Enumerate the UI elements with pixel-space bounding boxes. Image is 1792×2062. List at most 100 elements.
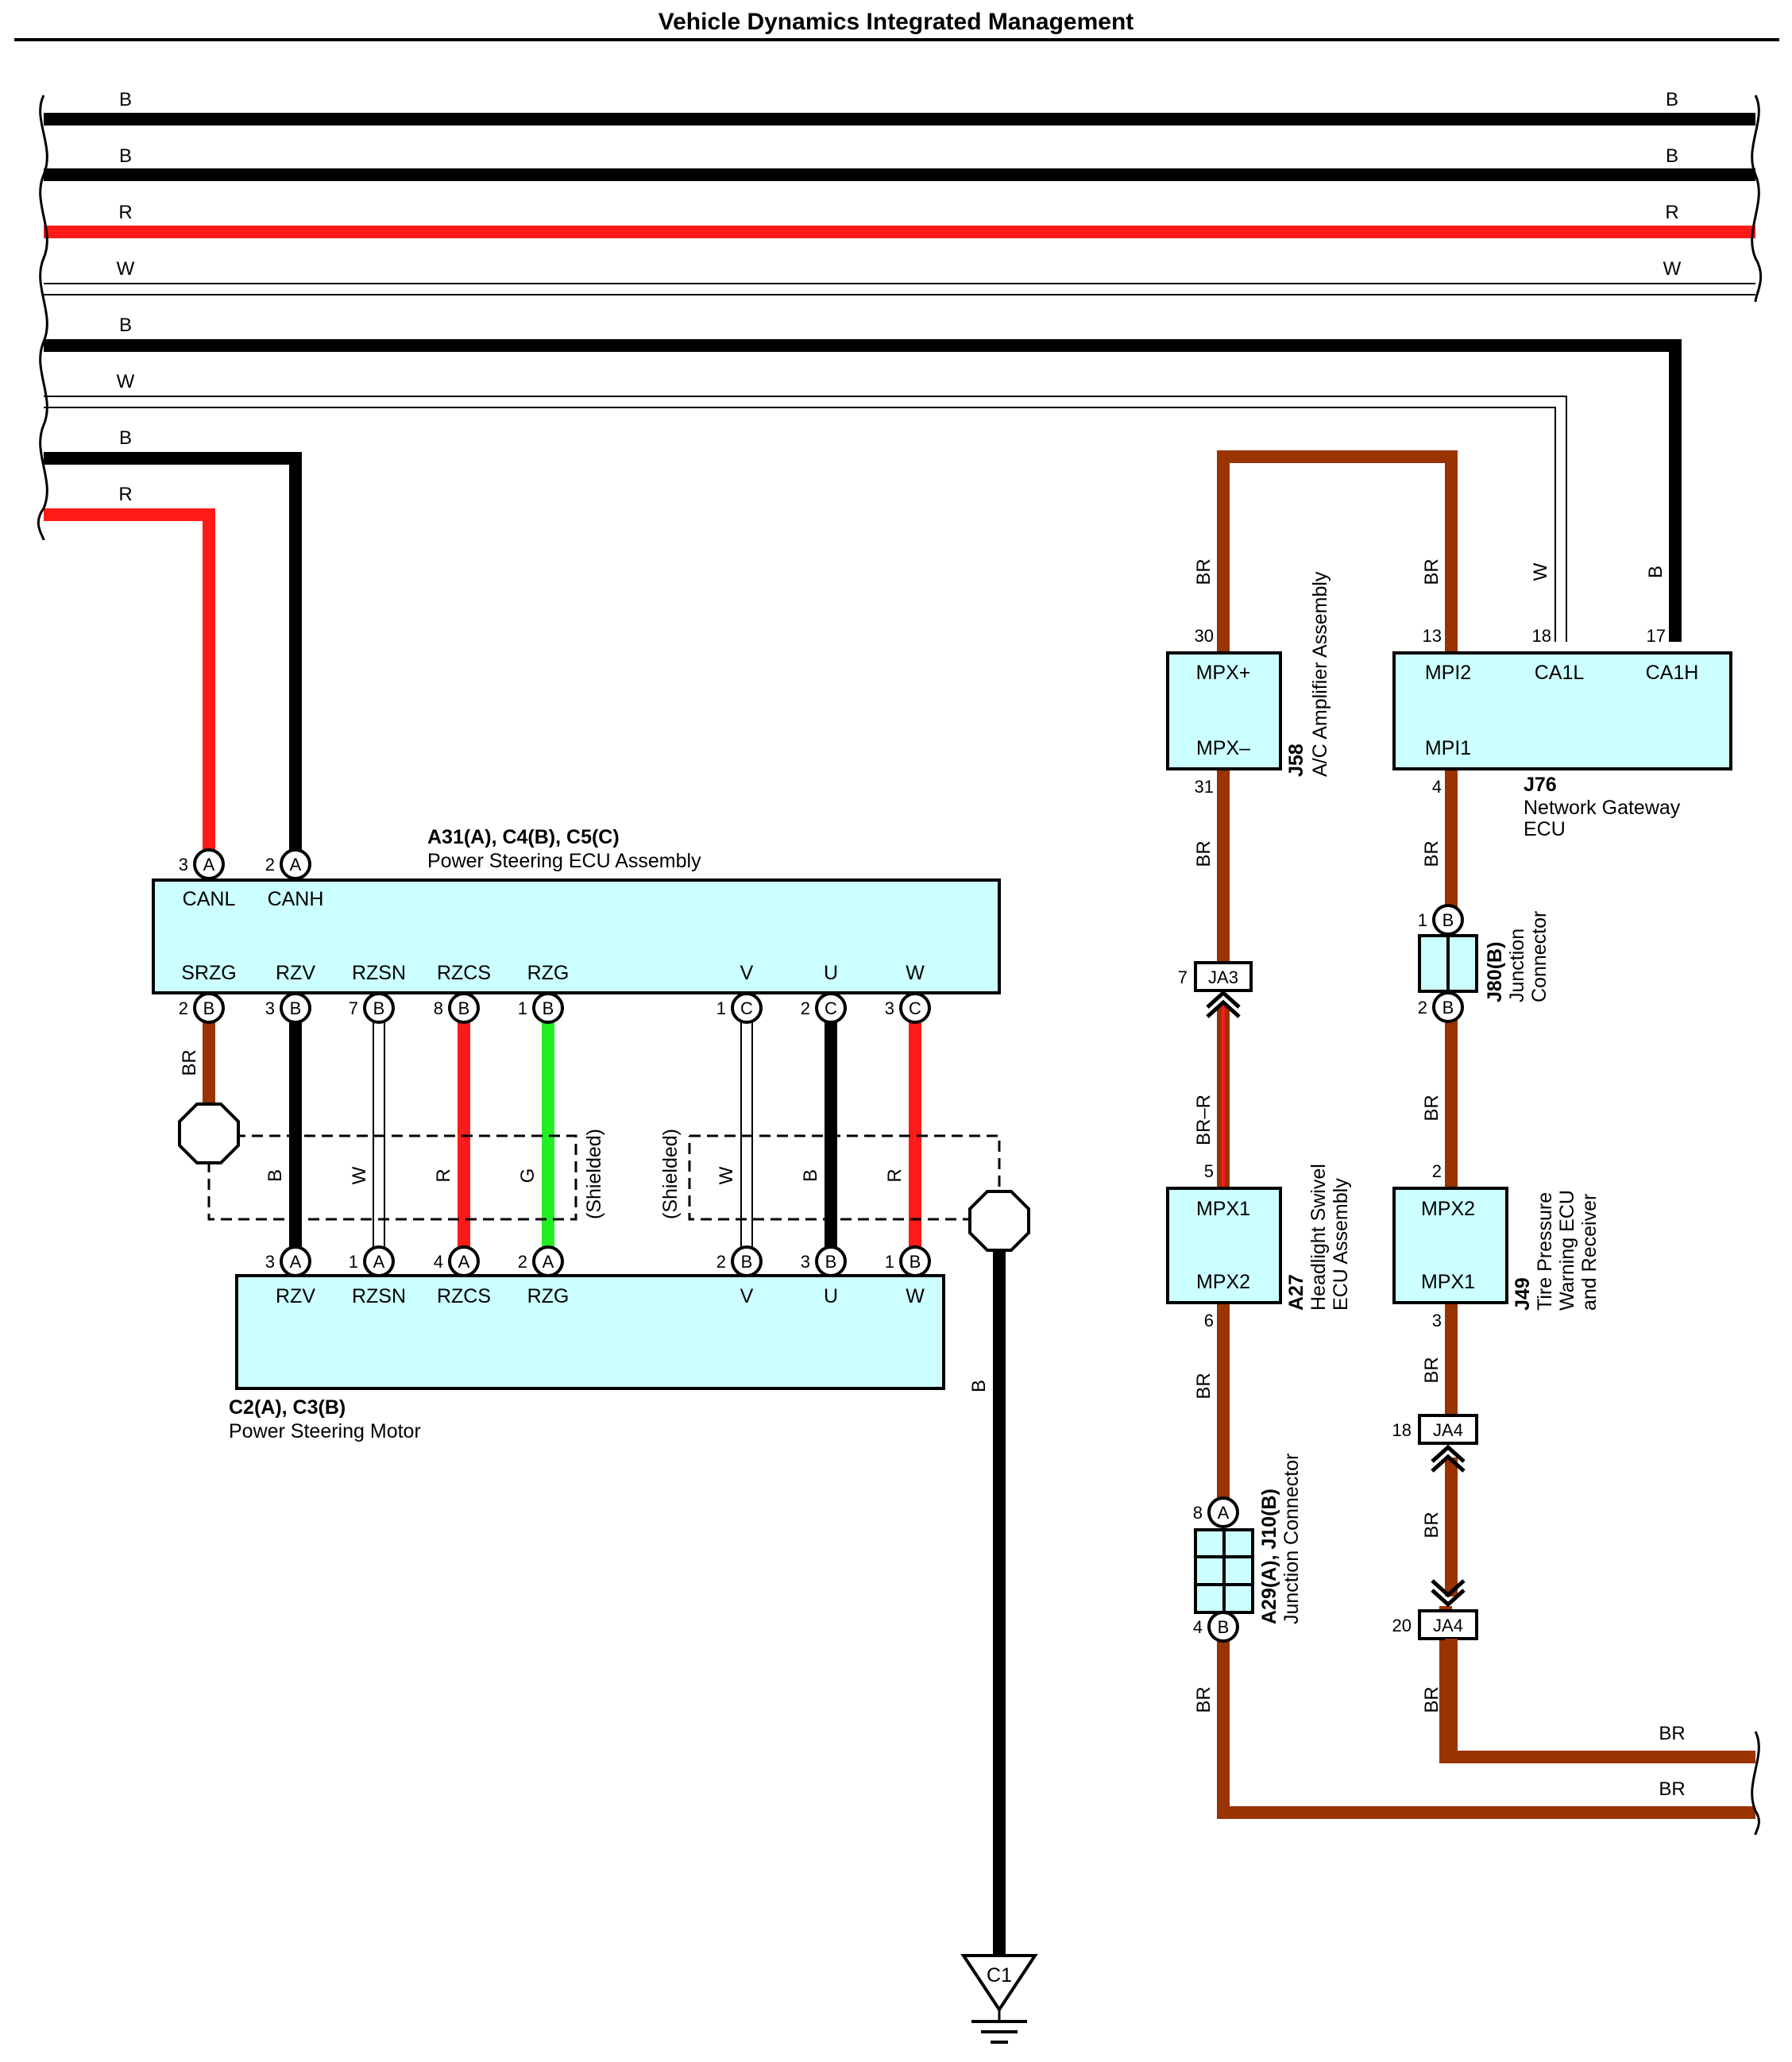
ground-wire-label: B	[968, 1380, 990, 1392]
j80-name-line1: Junction	[1506, 929, 1528, 1002]
gateway-num-ca1h: 17	[1647, 626, 1666, 646]
pin-number: 7	[349, 998, 358, 1018]
bus-label-8: R	[118, 484, 132, 505]
pin-connector-circle	[731, 1245, 763, 1277]
tpms-pin-mpx1: MPX1	[1421, 1271, 1475, 1293]
pin-label: RZV	[276, 1285, 315, 1307]
tpms-name-line1: Tire Pressure	[1534, 1192, 1556, 1311]
pin-connector-circle	[731, 992, 763, 1024]
ps-ecu-pin-canl: 3 A CANL	[179, 848, 236, 910]
motor-pin-rzv: 3 A RZV	[265, 1245, 315, 1307]
pin-label: RZG	[527, 962, 570, 984]
pin-number: 3	[801, 1252, 810, 1272]
gateway-pin-ca1h: CA1H	[1646, 662, 1699, 684]
pin-connector-letter: B	[543, 998, 554, 1018]
headlight-swivel-ecu: MPX1 MPX2 5 6 A27 Headlight Swivel ECU A…	[1166, 1161, 1352, 1400]
ps-ecu-pin-rzv: RZV 3 B	[265, 962, 315, 1024]
bus-wire-6	[44, 396, 1567, 642]
pin-label: RZG	[527, 1285, 570, 1307]
headlight-code: A27	[1285, 1274, 1307, 1311]
j80-num-bottom: 2	[1418, 998, 1427, 1017]
pin-number: 3	[885, 998, 894, 1018]
pin-connector-letter: A	[203, 855, 215, 875]
gateway-num-ca1l: 18	[1532, 626, 1551, 646]
pin-connector-circle	[815, 992, 847, 1024]
pin-label: V	[740, 962, 754, 984]
bus-label-6: W	[117, 371, 135, 392]
a29-code: A29(A), J10(B)	[1258, 1489, 1280, 1624]
ps-ecu-body	[152, 878, 1001, 994]
gateway-top-wire-label-br: BR	[1421, 558, 1442, 585]
motor-pin-rzg: 2 A RZG	[518, 1245, 570, 1307]
page-title: Vehicle Dynamics Integrated Management	[658, 9, 1134, 35]
right-side-wires	[1217, 450, 1458, 1597]
headlight-pin-mpx2: MPX2	[1196, 1271, 1250, 1293]
shield-right-label-1: W	[716, 1166, 737, 1184]
tire-pressure-ecu: MPX2 MPX1 2 3 J49 Tire Pressure Warning …	[1392, 1161, 1601, 1384]
ac-amp-code: J58	[1285, 743, 1307, 777]
ac-amplifier: MPX+ MPX– 30 31 J58 A/C Amplifier Assemb…	[1166, 558, 1331, 867]
headlight-num-top: 5	[1204, 1161, 1214, 1181]
tpms-pin-mpx2: MPX2	[1421, 1198, 1475, 1220]
tpms-name-line3: and Receiver	[1578, 1194, 1601, 1311]
wire-ac-gateway-loop	[1217, 450, 1458, 653]
pin-connector-letter: C	[825, 998, 837, 1018]
j80-bottom-connector-letter: B	[1442, 998, 1454, 1017]
pin-connector-letter: A	[373, 1252, 385, 1272]
shielded-label-left: (Shielded)	[583, 1129, 605, 1219]
bus-label-1: B	[119, 89, 132, 110]
pin-connector-letter: A	[458, 1252, 470, 1272]
pin-connector-letter: A	[290, 855, 302, 875]
shield-right-label-3: R	[884, 1168, 906, 1182]
ground-c1: C1	[960, 1954, 1038, 2044]
headlight-num-bottom: 6	[1204, 1311, 1214, 1330]
tpms-name-line2: Warning ECU	[1556, 1190, 1578, 1311]
shield-box-left	[207, 1134, 577, 1221]
ps-motor-code: C2(A), C3(B)	[229, 1396, 346, 1419]
ps-ecu-pin-canh: 2 A CANH	[265, 848, 323, 910]
bus-wire-5	[44, 339, 1682, 642]
ja4-top-body	[1418, 1414, 1478, 1445]
j80-top-connector-circle	[1432, 904, 1464, 936]
ac-bottom-wire-label: BR	[1193, 840, 1215, 867]
ground-triangle	[960, 1954, 1038, 2013]
j80-bottom-connector-circle	[1432, 991, 1464, 1023]
bus-end-label-4: W	[1663, 258, 1682, 280]
br-bus-label-2: BR	[1659, 1778, 1685, 1800]
bus-break-marks	[37, 95, 1763, 1836]
pin-number: 1	[716, 998, 726, 1018]
gateway-num-mpi2: 13	[1423, 626, 1442, 646]
pin-connector-letter: B	[373, 998, 385, 1018]
ja4-top-label: JA4	[1433, 1420, 1463, 1440]
br-bus-upper	[1439, 1606, 1755, 1763]
gateway-bottom-wire-label: BR	[1421, 840, 1442, 867]
tpms-code: J49	[1512, 1277, 1534, 1311]
ja4-top-connector: JA4 18 BR	[1392, 1414, 1478, 1539]
pin-label: U	[824, 1285, 838, 1307]
j80-num-top: 1	[1418, 910, 1427, 930]
j80-bottom-wire-label: BR	[1421, 1095, 1442, 1121]
shield-right-label-2: B	[800, 1169, 821, 1182]
headlight-name-line1: Headlight Swivel	[1307, 1164, 1330, 1311]
pin-label: SRZG	[181, 962, 236, 984]
pin-connector-circle	[899, 992, 931, 1024]
pin-connector-circle	[193, 848, 225, 880]
pin-connector-letter: B	[910, 1252, 921, 1272]
a29-bottom-connector-circle	[1207, 1611, 1239, 1643]
pin-connector-circle	[363, 1245, 395, 1277]
ja4-top-num: 18	[1392, 1420, 1412, 1440]
bus-labels: B B R W B W B R B B R W BR BR	[117, 89, 1686, 1800]
pin-number: 2	[801, 998, 810, 1018]
ac-top-wire-label: BR	[1193, 558, 1215, 585]
ps-ecu-pin-u: U 2 C	[801, 962, 847, 1024]
left-break-mark	[37, 95, 48, 541]
ecu-motor-wires	[203, 1005, 1006, 1962]
j80-top-connector-letter: B	[1442, 910, 1454, 930]
gateway-name-line1: Network Gateway	[1524, 797, 1681, 819]
motor-pin-w: 1 B W	[885, 1245, 931, 1307]
ps-ecu-name: Power Steering ECU Assembly	[427, 850, 701, 872]
ps-ecu-pin-rzsn: RZSN 7 B	[349, 962, 406, 1024]
gateway-top-wire-label-w: W	[1530, 562, 1551, 581]
pin-label: CANL	[183, 888, 236, 910]
